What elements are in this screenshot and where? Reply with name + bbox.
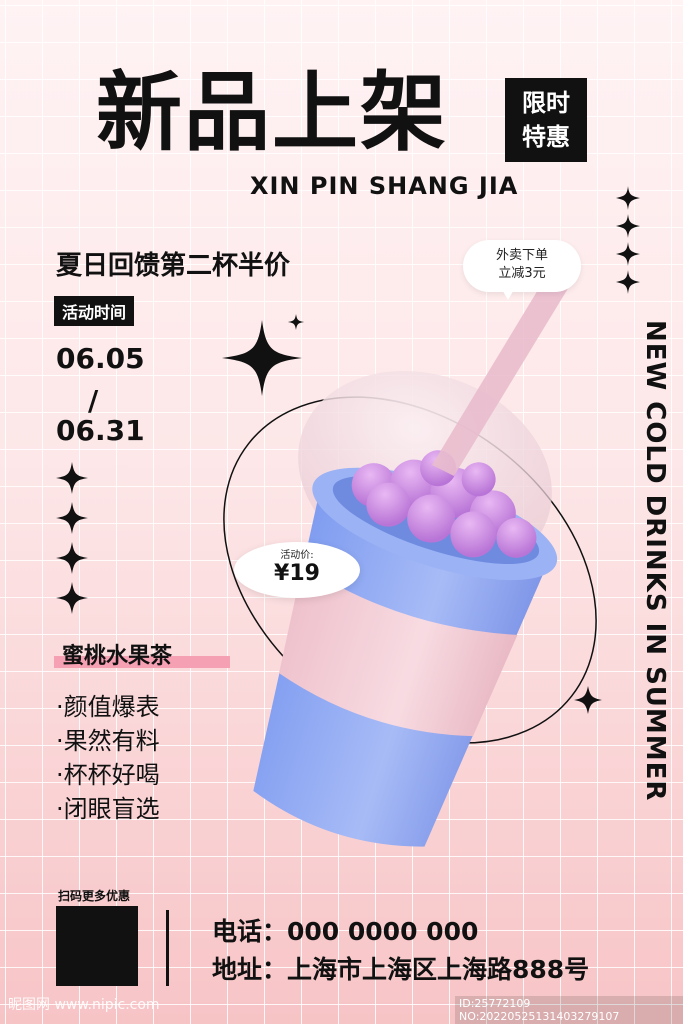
feature-list: ·颜值爆表 ·果然有料 ·杯杯好喝 ·闭眼盲选 — [56, 690, 160, 826]
date-separator: / — [88, 384, 99, 417]
feature-item: ·果然有料 — [56, 727, 160, 755]
bubble-tail — [500, 286, 516, 300]
promo-headline: 夏日回馈第二杯半价 — [56, 251, 291, 281]
sparkle-column-left-icon — [56, 462, 88, 614]
event-time-label: 活动时间 — [54, 296, 135, 326]
product-name-highlight — [54, 656, 230, 668]
sparkle-column-right-icon — [616, 186, 640, 294]
orbit-sparkle-icon — [574, 686, 602, 714]
watermark-id: ID:25772109 NO:20220525131403279107 — [455, 996, 683, 1024]
watermark-site: 昵图网 www.nipic.com — [8, 997, 160, 1013]
price-label: 活动价: — [280, 550, 314, 561]
feature-item: ·杯杯好喝 — [56, 761, 160, 789]
phone-text: 电话：000 0000 000 — [212, 917, 479, 946]
delivery-line2: 立减3元 — [498, 266, 546, 281]
qr-code-placeholder[interactable] — [56, 906, 138, 986]
scan-label: 扫码更多优惠 — [58, 889, 131, 903]
limited-offer-line2: 特惠 — [522, 123, 570, 151]
main-title: 新品上架 — [96, 63, 448, 163]
feature-item: ·闭眼盲选 — [56, 795, 160, 823]
cup-sleeve — [279, 565, 518, 737]
side-slogan: NEW COLD DRINKS IN SUMMER — [640, 320, 670, 802]
delivery-bubble: 外卖下单 立减3元 — [463, 240, 581, 292]
feature-item: ·颜值爆表 — [56, 693, 160, 721]
big-sparkle-icon — [222, 320, 302, 396]
straw — [432, 270, 578, 476]
date-start: 06.05 — [56, 342, 145, 375]
subtitle-pinyin: XIN PIN SHANG JIA — [250, 172, 519, 200]
boba-pearls — [351, 450, 537, 558]
delivery-line1: 外卖下单 — [495, 248, 548, 263]
price-tag: 活动价: ¥19 — [234, 542, 360, 598]
product-name: 蜜桃水果茶 — [62, 644, 173, 669]
date-end: 06.31 — [56, 414, 145, 447]
small-sparkle-icon — [288, 314, 304, 330]
limited-offer-line1: 限时 — [522, 89, 570, 117]
limited-offer-badge: 限时 特惠 — [505, 78, 587, 162]
drink-illustration — [222, 270, 602, 847]
price-value: ¥19 — [274, 561, 320, 586]
address-text: 地址：上海市上海区上海路888号 — [212, 955, 590, 984]
footer-divider — [166, 910, 169, 986]
